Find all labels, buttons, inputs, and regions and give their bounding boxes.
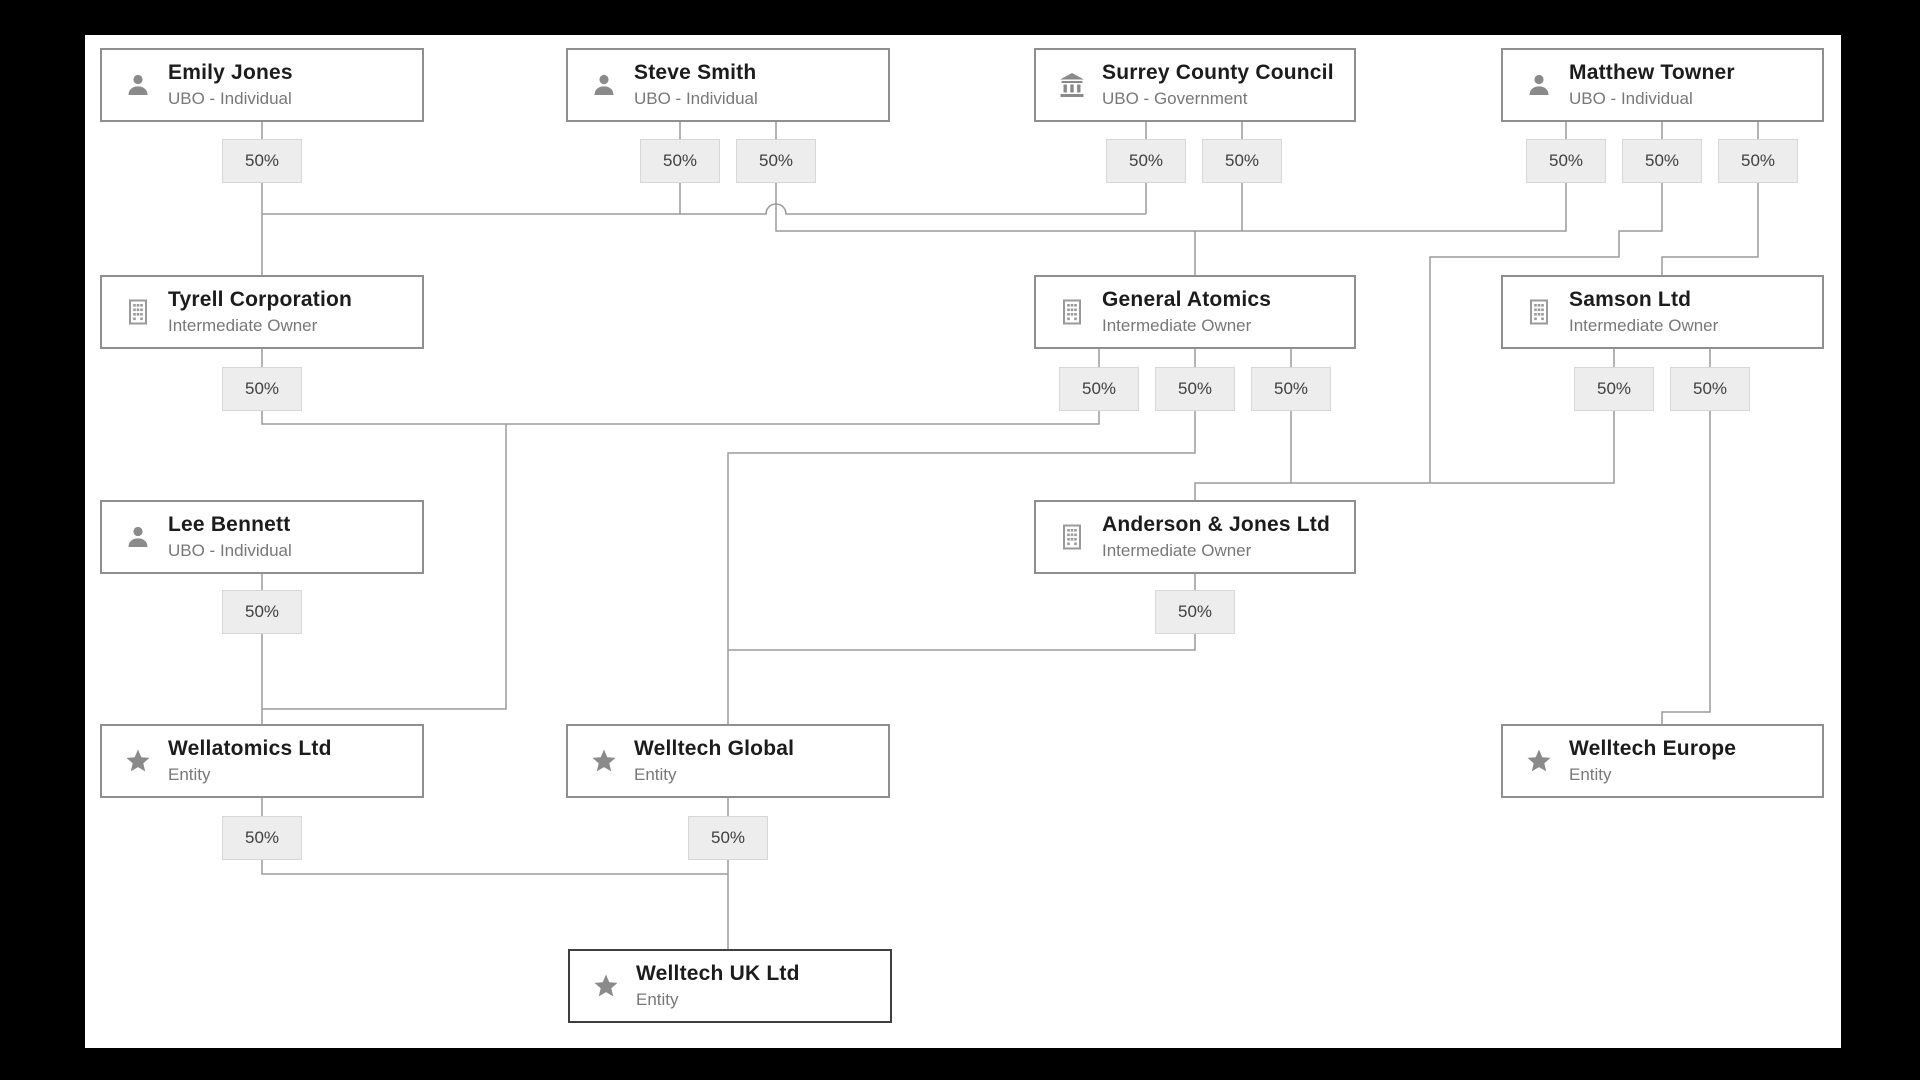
ownership-label: 50% — [222, 590, 302, 634]
node-subtitle: UBO - Individual — [168, 541, 292, 561]
ownership-label: 50% — [1251, 367, 1331, 411]
node-title: Wellatomics Ltd — [168, 737, 332, 761]
node-emily-jones[interactable]: Emily Jones UBO - Individual — [100, 48, 424, 122]
node-title: Tyrell Corporation — [168, 288, 353, 312]
node-title: Welltech Europe — [1569, 737, 1737, 761]
node-samson-ltd[interactable]: Samson Ltd Intermediate Owner — [1501, 275, 1824, 349]
ownership-label: 50% — [222, 139, 302, 183]
person-icon — [588, 69, 620, 101]
ownership-label: 50% — [1718, 139, 1798, 183]
person-icon — [1523, 69, 1555, 101]
node-subtitle: UBO - Individual — [168, 89, 292, 109]
node-steve-smith[interactable]: Steve Smith UBO - Individual — [566, 48, 890, 122]
node-welltech-global[interactable]: Welltech Global Entity — [566, 724, 890, 798]
star-icon — [590, 970, 622, 1002]
ownership-label: 50% — [1106, 139, 1186, 183]
node-surrey-county-council[interactable]: Surrey County Council UBO - Government — [1034, 48, 1356, 122]
ownership-label: 50% — [688, 816, 768, 860]
node-tyrell-corporation[interactable]: Tyrell Corporation Intermediate Owner — [100, 275, 424, 349]
ownership-label: 50% — [1059, 367, 1139, 411]
node-subtitle: Intermediate Owner — [1102, 541, 1252, 561]
node-title: Anderson & Jones Ltd — [1102, 513, 1331, 537]
node-title: Welltech Global — [634, 737, 795, 761]
ownership-label: 50% — [1622, 139, 1702, 183]
ownership-label: 50% — [1155, 367, 1235, 411]
node-general-atomics[interactable]: General Atomics Intermediate Owner — [1034, 275, 1356, 349]
ownership-label: 50% — [1670, 367, 1750, 411]
node-title: Samson Ltd — [1569, 288, 1692, 312]
node-title: General Atomics — [1102, 288, 1272, 312]
node-matthew-towner[interactable]: Matthew Towner UBO - Individual — [1501, 48, 1824, 122]
ownership-label: 50% — [1526, 139, 1606, 183]
node-title: Welltech UK Ltd — [636, 962, 800, 986]
star-icon — [122, 745, 154, 777]
building-icon — [1523, 296, 1555, 328]
node-subtitle: UBO - Individual — [1569, 89, 1693, 109]
building-icon — [1056, 296, 1088, 328]
ownership-label: 50% — [222, 816, 302, 860]
node-subtitle: UBO - Government — [1102, 89, 1248, 109]
person-icon — [122, 521, 154, 553]
ownership-label: 50% — [222, 367, 302, 411]
star-icon — [588, 745, 620, 777]
node-lee-bennett[interactable]: Lee Bennett UBO - Individual — [100, 500, 424, 574]
bank-icon — [1056, 69, 1088, 101]
person-icon — [122, 69, 154, 101]
building-icon — [1056, 521, 1088, 553]
node-subtitle: Intermediate Owner — [1569, 316, 1719, 336]
node-subtitle: Intermediate Owner — [1102, 316, 1252, 336]
node-wellatomics-ltd[interactable]: Wellatomics Ltd Entity — [100, 724, 424, 798]
node-subtitle: Intermediate Owner — [168, 316, 318, 336]
ownership-label: 50% — [640, 139, 720, 183]
node-subtitle: UBO - Individual — [634, 89, 758, 109]
building-icon — [122, 296, 154, 328]
ownership-label: 50% — [1155, 590, 1235, 634]
node-title: Steve Smith — [634, 61, 757, 85]
ownership-label: 50% — [1202, 139, 1282, 183]
node-subtitle: Entity — [636, 990, 679, 1010]
node-title: Emily Jones — [168, 61, 293, 85]
node-welltech-uk-ltd[interactable]: Welltech UK Ltd Entity — [568, 949, 892, 1023]
node-welltech-europe[interactable]: Welltech Europe Entity — [1501, 724, 1824, 798]
node-title: Surrey County Council — [1102, 61, 1334, 85]
star-icon — [1523, 745, 1555, 777]
node-anderson-jones-ltd[interactable]: Anderson & Jones Ltd Intermediate Owner — [1034, 500, 1356, 574]
node-subtitle: Entity — [168, 765, 211, 785]
node-title: Matthew Towner — [1569, 61, 1735, 85]
ownership-label: 50% — [736, 139, 816, 183]
ownership-label: 50% — [1574, 367, 1654, 411]
node-subtitle: Entity — [1569, 765, 1612, 785]
node-title: Lee Bennett — [168, 513, 291, 537]
node-subtitle: Entity — [634, 765, 677, 785]
